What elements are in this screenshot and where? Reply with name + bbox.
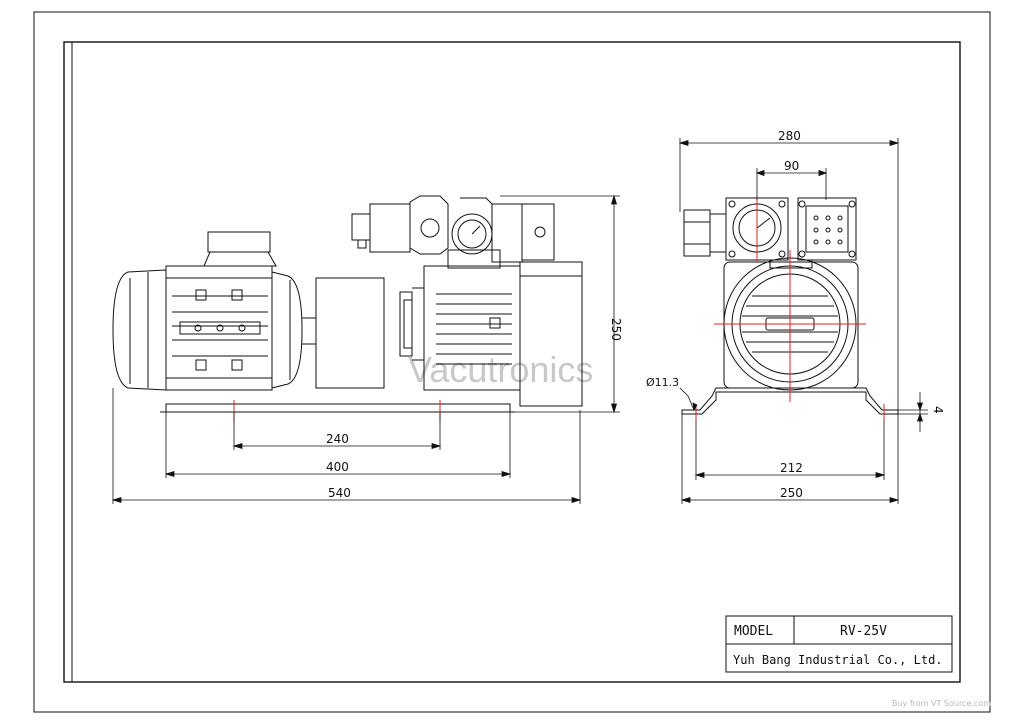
model-label: MODEL bbox=[734, 624, 773, 639]
dim-540: 540 bbox=[328, 486, 351, 500]
dim-hole-diameter: Ø11.3 bbox=[646, 376, 679, 389]
footer-credit: Buy from VT Source.com bbox=[892, 699, 991, 708]
company-name: Yuh Bang Industrial Co., Ltd. bbox=[733, 653, 943, 667]
side-centerlines bbox=[233, 400, 441, 422]
pump-rear-cover bbox=[519, 261, 583, 407]
side-base-plate bbox=[165, 403, 511, 413]
dim-280: 280 bbox=[778, 129, 801, 143]
front-dimensions bbox=[678, 138, 928, 504]
motor-terminal-box bbox=[207, 231, 271, 253]
front-exhaust-cover bbox=[797, 197, 857, 261]
dim-240: 240 bbox=[326, 432, 349, 446]
dim-212: 212 bbox=[780, 461, 803, 475]
motor-fan-cover bbox=[112, 269, 167, 391]
pump-head bbox=[447, 249, 501, 269]
model-value: RV-25V bbox=[840, 624, 887, 639]
exhaust-filter bbox=[521, 203, 555, 261]
coupling-housing bbox=[315, 277, 385, 389]
watermark-text: Vacutronics bbox=[408, 349, 593, 390]
side-view bbox=[112, 195, 583, 413]
sheet-outer-border bbox=[33, 11, 991, 713]
dim-90: 90 bbox=[784, 159, 799, 173]
dim-thickness: 4 bbox=[931, 406, 945, 414]
front-inlet-fitting bbox=[683, 209, 711, 257]
side-dimensions bbox=[111, 194, 620, 504]
motor-flange bbox=[271, 271, 303, 389]
pump-bracket bbox=[399, 291, 413, 357]
dim-250-height: 250 bbox=[609, 318, 623, 341]
dim-400: 400 bbox=[326, 460, 349, 474]
sheet-inner-border bbox=[63, 41, 961, 683]
inlet-valve bbox=[369, 203, 411, 253]
motor-body bbox=[165, 265, 273, 391]
title-block bbox=[725, 615, 953, 673]
dim-250-base: 250 bbox=[780, 486, 803, 500]
